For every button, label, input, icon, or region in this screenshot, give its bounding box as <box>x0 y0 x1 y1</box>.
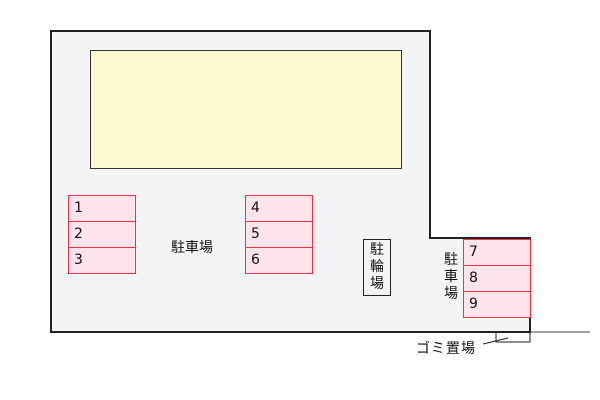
parking-stall-1[interactable]: 1 <box>68 195 136 223</box>
parking-label-right: 駐車場 <box>444 252 458 302</box>
parking-stall-9[interactable]: 9 <box>463 290 531 318</box>
parking-stall-3[interactable]: 3 <box>68 246 136 274</box>
trash-leader-line <box>482 337 509 345</box>
stall-group-1-3: 1 2 3 <box>68 195 136 274</box>
bicycle-parking: 駐輪場 <box>363 239 391 296</box>
bicycle-parking-label: 駐輪場 <box>370 242 384 292</box>
parking-stall-2[interactable]: 2 <box>68 220 136 249</box>
parking-stall-7[interactable]: 7 <box>463 239 531 267</box>
parking-label-center: 駐車場 <box>171 240 213 256</box>
parking-stall-4[interactable]: 4 <box>245 195 313 223</box>
building <box>90 50 402 169</box>
trash-area-box <box>495 331 531 343</box>
stall-group-7-9: 7 8 9 <box>463 239 531 318</box>
trash-area-label: ゴミ置場 <box>416 341 476 357</box>
stall-group-4-6: 4 5 6 <box>245 195 313 274</box>
parking-stall-5[interactable]: 5 <box>245 220 313 249</box>
parking-stall-8[interactable]: 8 <box>463 264 531 293</box>
parking-stall-6[interactable]: 6 <box>245 246 313 274</box>
